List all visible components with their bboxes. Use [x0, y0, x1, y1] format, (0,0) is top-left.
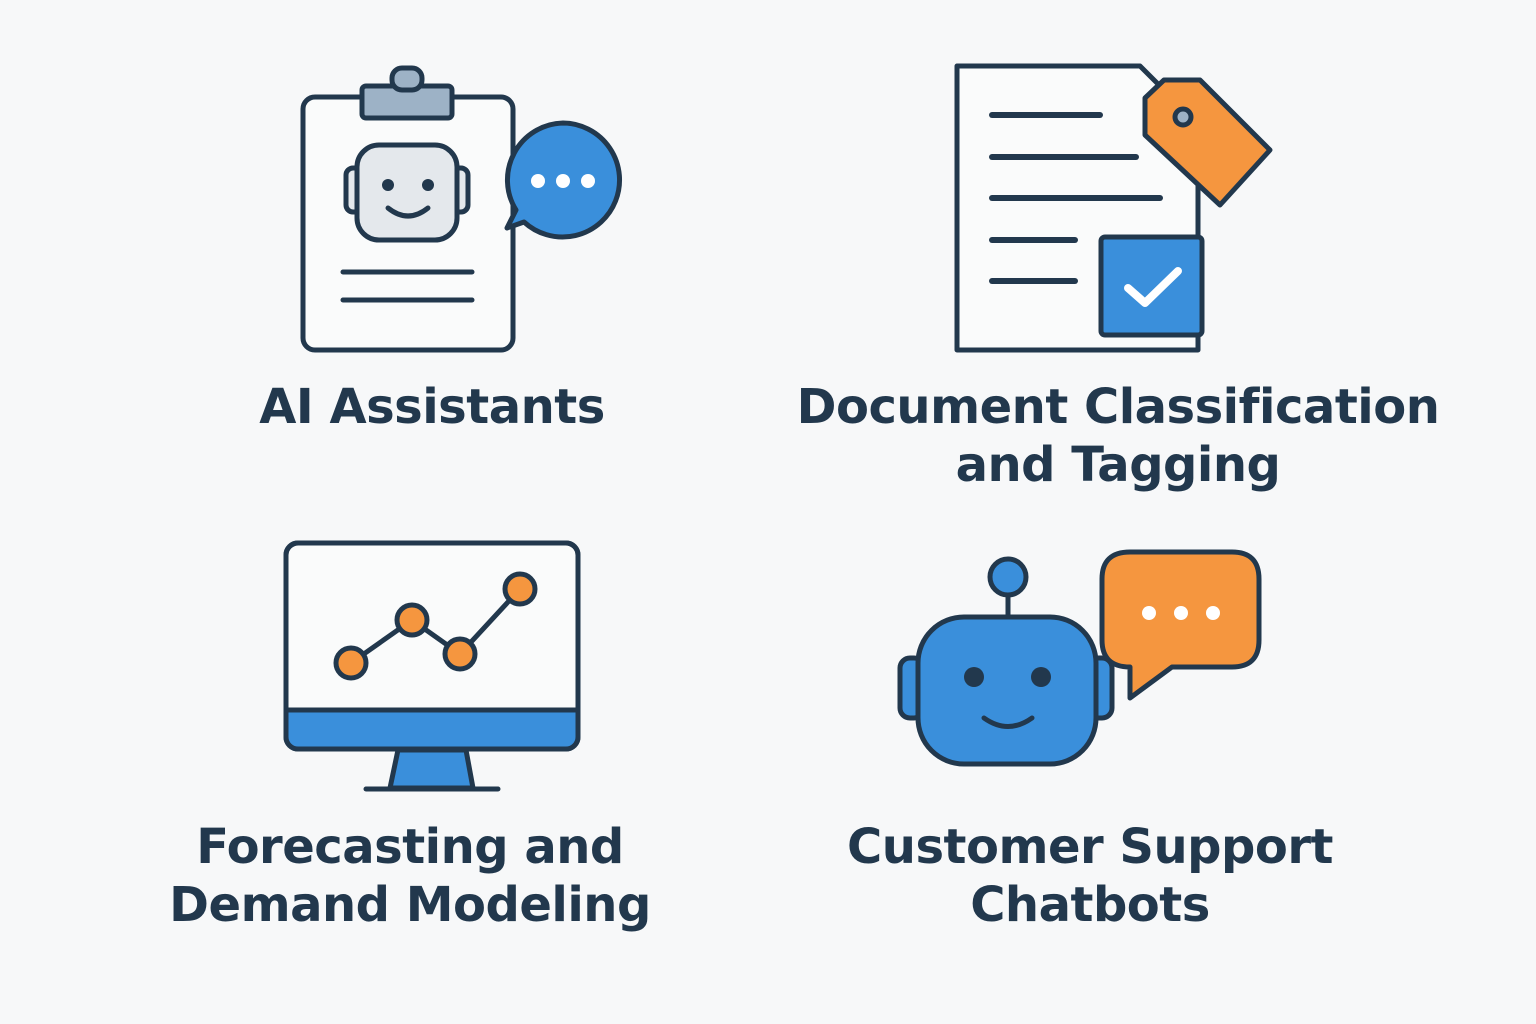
- chart-point-3: [442, 636, 478, 672]
- customer-support-label: Customer Support Chatbots: [810, 818, 1370, 934]
- document-classification-label: Document Classification and Tagging: [788, 378, 1448, 494]
- document-tag-check-icon: [954, 63, 1273, 353]
- ai-assistants-label: AI Assistants: [232, 378, 632, 436]
- chart-point-1: [333, 645, 369, 681]
- forecasting-label-line-2: Demand Modeling: [169, 877, 651, 933]
- customer-support-label-line-2: Chatbots: [970, 877, 1210, 933]
- customer-support-label-line-1: Customer Support: [847, 819, 1333, 875]
- forecasting-label: Forecasting and Demand Modeling: [160, 818, 660, 934]
- robot-chat-icon: [897, 549, 1262, 767]
- chart-point-2: [394, 602, 430, 638]
- clipboard-robot-icon: [300, 65, 622, 353]
- forecasting-label-line-1: Forecasting and: [196, 819, 624, 875]
- chart-point-4: [502, 571, 538, 607]
- document-classification-label-line-2: and Tagging: [955, 437, 1281, 493]
- ai-assistants-label-line-1: AI Assistants: [259, 379, 605, 435]
- monitor-line-chart-icon: [283, 540, 581, 792]
- document-classification-label-line-1: Document Classification: [796, 379, 1440, 435]
